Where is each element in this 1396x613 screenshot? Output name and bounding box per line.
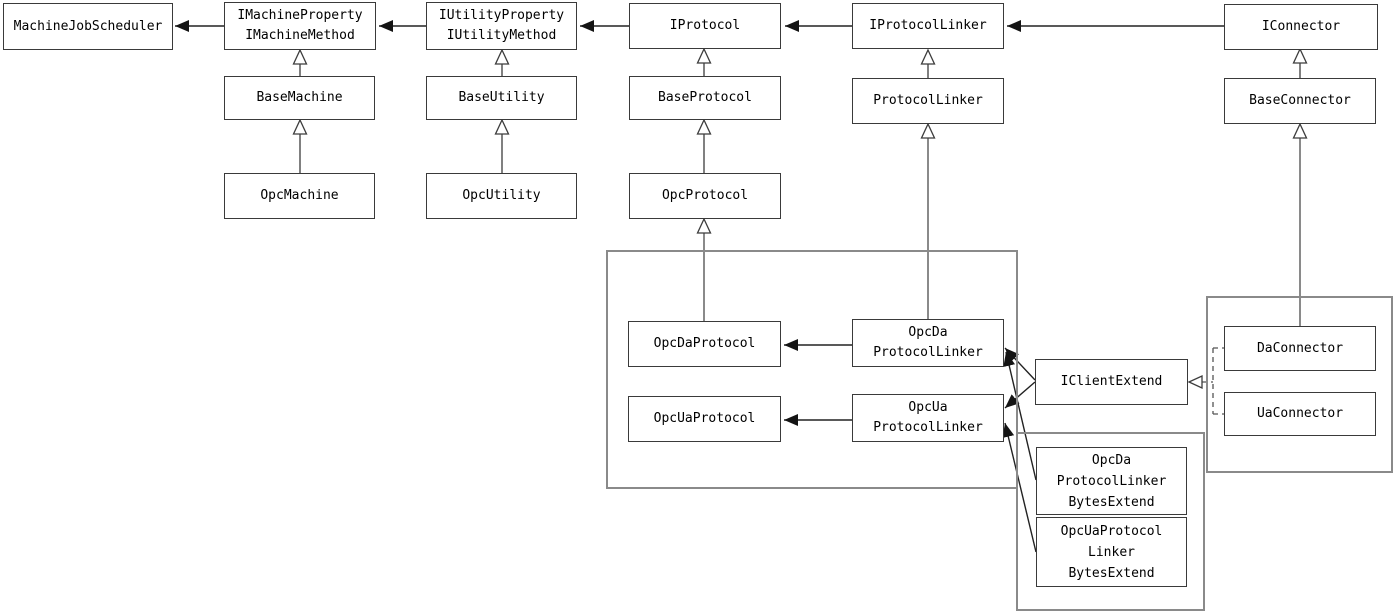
node-label: OpcProtocol [661,188,749,203]
node-iprotocol: IProtocol [629,3,781,49]
bytes-extend-group-container [1016,432,1205,611]
node-opcmachine: OpcMachine [224,173,375,219]
tri-protocollinker-iprotocollinker [920,48,936,65]
tri-opcdalinker-protocollinker [920,122,936,139]
node-opcprotocol: OpcProtocol [629,173,781,219]
node-iclientextend: IClientExtend [1035,359,1188,405]
node-opcuaprotocol: OpcUaProtocol [628,396,781,442]
node-baseutility: BaseUtility [426,76,577,120]
tri-baseprotocol-iprotocol [696,47,712,64]
node-basemachine: BaseMachine [224,76,375,120]
opc-protocol-group-container [606,250,1018,489]
tri-baseutility-iutility [494,48,510,65]
node-label: OpcUtility [462,188,541,203]
tri-opcmachine-basemachine [292,118,308,135]
node-baseconnector: BaseConnector [1224,78,1376,124]
node-label: OpcUaProtocol Linker BytesExtend [1060,523,1163,581]
node-opcdaprotocollinker: OpcDa ProtocolLinker [852,319,1004,367]
node-iprotocollinker: IProtocolLinker [852,3,1004,49]
node-label: OpcDa ProtocolLinker [873,325,983,360]
tri-opcutility-baseutility [494,118,510,135]
node-label: IProtocolLinker [869,18,987,33]
node-protocollinker: ProtocolLinker [852,78,1004,124]
node-label: BaseProtocol [658,90,752,105]
node-opcutility: OpcUtility [426,173,577,219]
node-label: DaConnector [1256,340,1344,356]
node-iutilityproperty-iutilitymethod: IUtilityProperty IUtilityMethod [426,2,577,50]
node-label: OpcUa ProtocolLinker [873,400,983,435]
node-label: UaConnector [1256,406,1344,421]
tri-opcprotocol-baseprotocol [696,118,712,135]
node-label: BaseUtility [458,90,545,105]
node-baseprotocol: BaseProtocol [629,76,781,120]
tri-daconnector-baseconnector [1292,122,1308,139]
tri-baseconnector-iconnector [1292,47,1308,64]
node-uaconnector: UaConnector [1224,392,1376,436]
node-label: BaseConnector [1249,93,1351,108]
node-iconnector: IConnector [1224,4,1378,50]
node-label: OpcMachine [260,188,339,203]
tri-realization-iclientextend [1187,374,1203,390]
tri-basemachine-imachine [292,48,308,65]
node-label: IMachineProperty IMachineMethod [237,8,363,43]
node-opcdaprotocol: OpcDaProtocol [628,321,781,367]
node-label: IUtilityProperty IUtilityMethod [438,8,565,43]
connector-group-container [1206,296,1393,473]
node-label: IClientExtend [1060,374,1163,389]
node-opcuaprotocollinkerbytesextend: OpcUaProtocol Linker BytesExtend [1036,517,1187,587]
node-label: OpcDaProtocol [653,336,756,351]
node-opcuaprotocollinker: OpcUa ProtocolLinker [852,394,1004,442]
node-label: ProtocolLinker [873,93,983,108]
node-label: IConnector [1261,19,1341,34]
node-machinejobscheduler: MachineJobScheduler [3,3,173,50]
node-label: OpcUaProtocol [653,411,756,426]
node-imachineproperty-imachinemethod: IMachineProperty IMachineMethod [224,2,376,50]
tri-opcdaprotocol-opcprotocol [696,217,712,234]
node-label: OpcDa ProtocolLinker BytesExtend [1056,452,1167,510]
node-label: BaseMachine [256,90,343,105]
node-daconnector: DaConnector [1224,326,1376,371]
node-label: IProtocol [669,18,741,33]
node-opcdaprotocollinkerbytesextend: OpcDa ProtocolLinker BytesExtend [1036,447,1187,515]
node-label: MachineJobScheduler [13,18,163,34]
